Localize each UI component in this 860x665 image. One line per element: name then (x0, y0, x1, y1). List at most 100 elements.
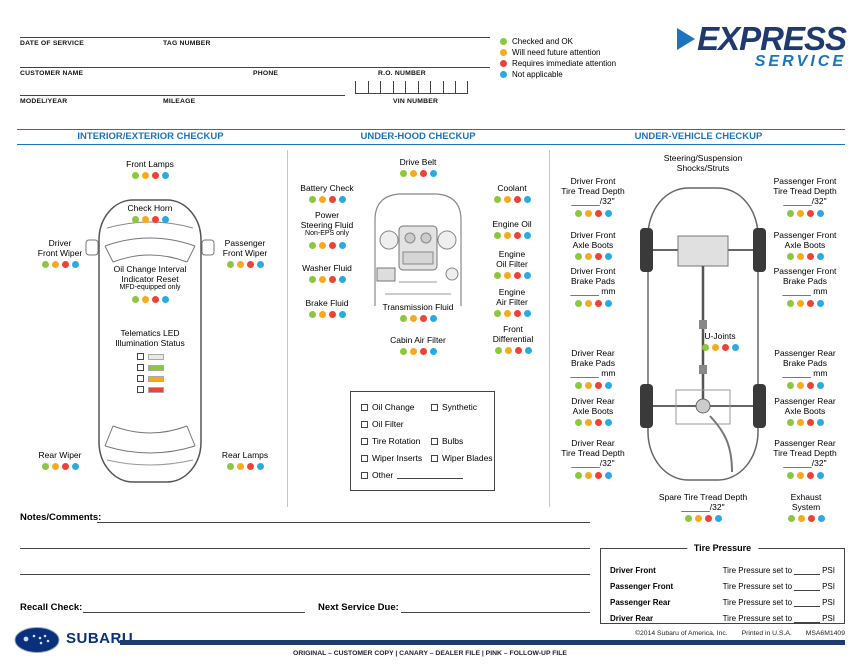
status-dot[interactable] (503, 310, 511, 318)
status-dot[interactable] (246, 463, 254, 471)
status-dot[interactable] (318, 196, 326, 204)
status-dot[interactable] (399, 170, 407, 178)
status-dot[interactable] (796, 419, 804, 427)
status-dot[interactable] (141, 216, 149, 224)
status-dot[interactable] (61, 463, 69, 471)
status-dot[interactable] (328, 196, 336, 204)
status-dot[interactable] (584, 299, 592, 307)
status-dot[interactable] (786, 253, 794, 261)
status-dot[interactable] (41, 261, 49, 269)
status-dot[interactable] (694, 515, 702, 523)
status-dot[interactable] (409, 170, 417, 178)
bulbs-checkbox[interactable] (431, 437, 438, 445)
telematics-checkbox-1[interactable] (136, 353, 144, 361)
status-dot[interactable] (816, 419, 824, 427)
status-dot[interactable] (318, 311, 326, 319)
status-dot[interactable] (523, 232, 531, 240)
status-dot[interactable] (493, 196, 501, 204)
status-dot[interactable] (141, 172, 149, 180)
status-dot[interactable] (604, 253, 612, 261)
status-dot[interactable] (338, 241, 346, 249)
power-steering-status-dots[interactable] (295, 241, 359, 249)
status-dot[interactable] (584, 381, 592, 389)
status-dot[interactable] (151, 172, 159, 180)
telematics-checkbox-4[interactable] (136, 386, 144, 394)
status-dot[interactable] (806, 299, 814, 307)
status-dot[interactable] (796, 209, 804, 217)
status-dot[interactable] (151, 295, 159, 303)
notes-line-1[interactable] (97, 522, 590, 523)
oil-filter-checkbox[interactable] (361, 420, 368, 428)
next-service-write-line[interactable] (401, 612, 590, 613)
status-dot[interactable] (584, 419, 592, 427)
status-dot[interactable] (256, 463, 264, 471)
status-dot[interactable] (786, 209, 794, 217)
ro-number-boxes[interactable] (355, 81, 468, 94)
brake-fluid-status-dots[interactable] (293, 311, 361, 319)
status-dot[interactable] (51, 463, 59, 471)
status-dot[interactable] (574, 253, 582, 261)
status-dot[interactable] (796, 299, 804, 307)
status-dot[interactable] (308, 196, 316, 204)
tp-psi-blank[interactable] (794, 616, 821, 623)
recall-check-write-line[interactable] (83, 612, 305, 613)
status-dot[interactable] (787, 515, 795, 523)
u-joints-status-dots[interactable] (690, 344, 750, 352)
passenger-rear-tire-status-dots[interactable] (766, 471, 844, 479)
status-dot[interactable] (594, 419, 602, 427)
status-dot[interactable] (429, 170, 437, 178)
status-dot[interactable] (574, 299, 582, 307)
status-dot[interactable] (503, 272, 511, 280)
status-dot[interactable] (816, 299, 824, 307)
status-dot[interactable] (338, 196, 346, 204)
status-dot[interactable] (151, 216, 159, 224)
passenger-front-brake-status-dots[interactable] (766, 299, 844, 307)
driver-front-axle-status-dots[interactable] (553, 253, 633, 261)
status-dot[interactable] (161, 216, 169, 224)
exhaust-system-status-dots[interactable] (774, 515, 838, 523)
status-dot[interactable] (524, 347, 532, 355)
status-dot[interactable] (701, 344, 709, 352)
engine-oil-status-dots[interactable] (482, 232, 542, 240)
status-dot[interactable] (731, 344, 739, 352)
status-dot[interactable] (493, 232, 501, 240)
status-dot[interactable] (338, 276, 346, 284)
status-dot[interactable] (604, 381, 612, 389)
telematics-checkbox-3[interactable] (136, 375, 144, 383)
front-lamps-status-dots[interactable] (105, 172, 195, 180)
status-dot[interactable] (594, 381, 602, 389)
status-dot[interactable] (806, 471, 814, 479)
other-checkbox[interactable] (361, 471, 368, 479)
status-dot[interactable] (523, 196, 531, 204)
status-dot[interactable] (584, 209, 592, 217)
status-dot[interactable] (584, 253, 592, 261)
driver-rear-brake-status-dots[interactable] (553, 381, 633, 389)
status-dot[interactable] (514, 347, 522, 355)
status-dot[interactable] (338, 311, 346, 319)
tp-psi-blank[interactable] (794, 584, 821, 591)
status-dot[interactable] (786, 471, 794, 479)
status-dot[interactable] (318, 241, 326, 249)
status-dot[interactable] (816, 209, 824, 217)
status-dot[interactable] (256, 261, 264, 269)
driver-rear-tire-status-dots[interactable] (553, 471, 633, 479)
status-dot[interactable] (574, 471, 582, 479)
status-dot[interactable] (429, 315, 437, 323)
status-dot[interactable] (51, 261, 59, 269)
driver-front-tire-tread-blank[interactable]: ______/32" (571, 196, 615, 207)
front-differential-status-dots[interactable] (486, 347, 540, 355)
status-dot[interactable] (141, 295, 149, 303)
status-dot[interactable] (328, 276, 336, 284)
synthetic-checkbox[interactable] (431, 403, 438, 411)
status-dot[interactable] (711, 344, 719, 352)
status-dot[interactable] (574, 209, 582, 217)
status-dot[interactable] (226, 463, 234, 471)
passenger-front-tire-tread-blank[interactable]: ______/32" (783, 196, 827, 207)
tp-psi-blank[interactable] (794, 600, 821, 607)
status-dot[interactable] (419, 348, 427, 356)
status-dot[interactable] (246, 261, 254, 269)
passenger-front-brake-mm-blank[interactable]: ______ mm (782, 286, 828, 297)
status-dot[interactable] (308, 311, 316, 319)
tp-psi-blank[interactable] (794, 568, 821, 575)
status-dot[interactable] (494, 347, 502, 355)
